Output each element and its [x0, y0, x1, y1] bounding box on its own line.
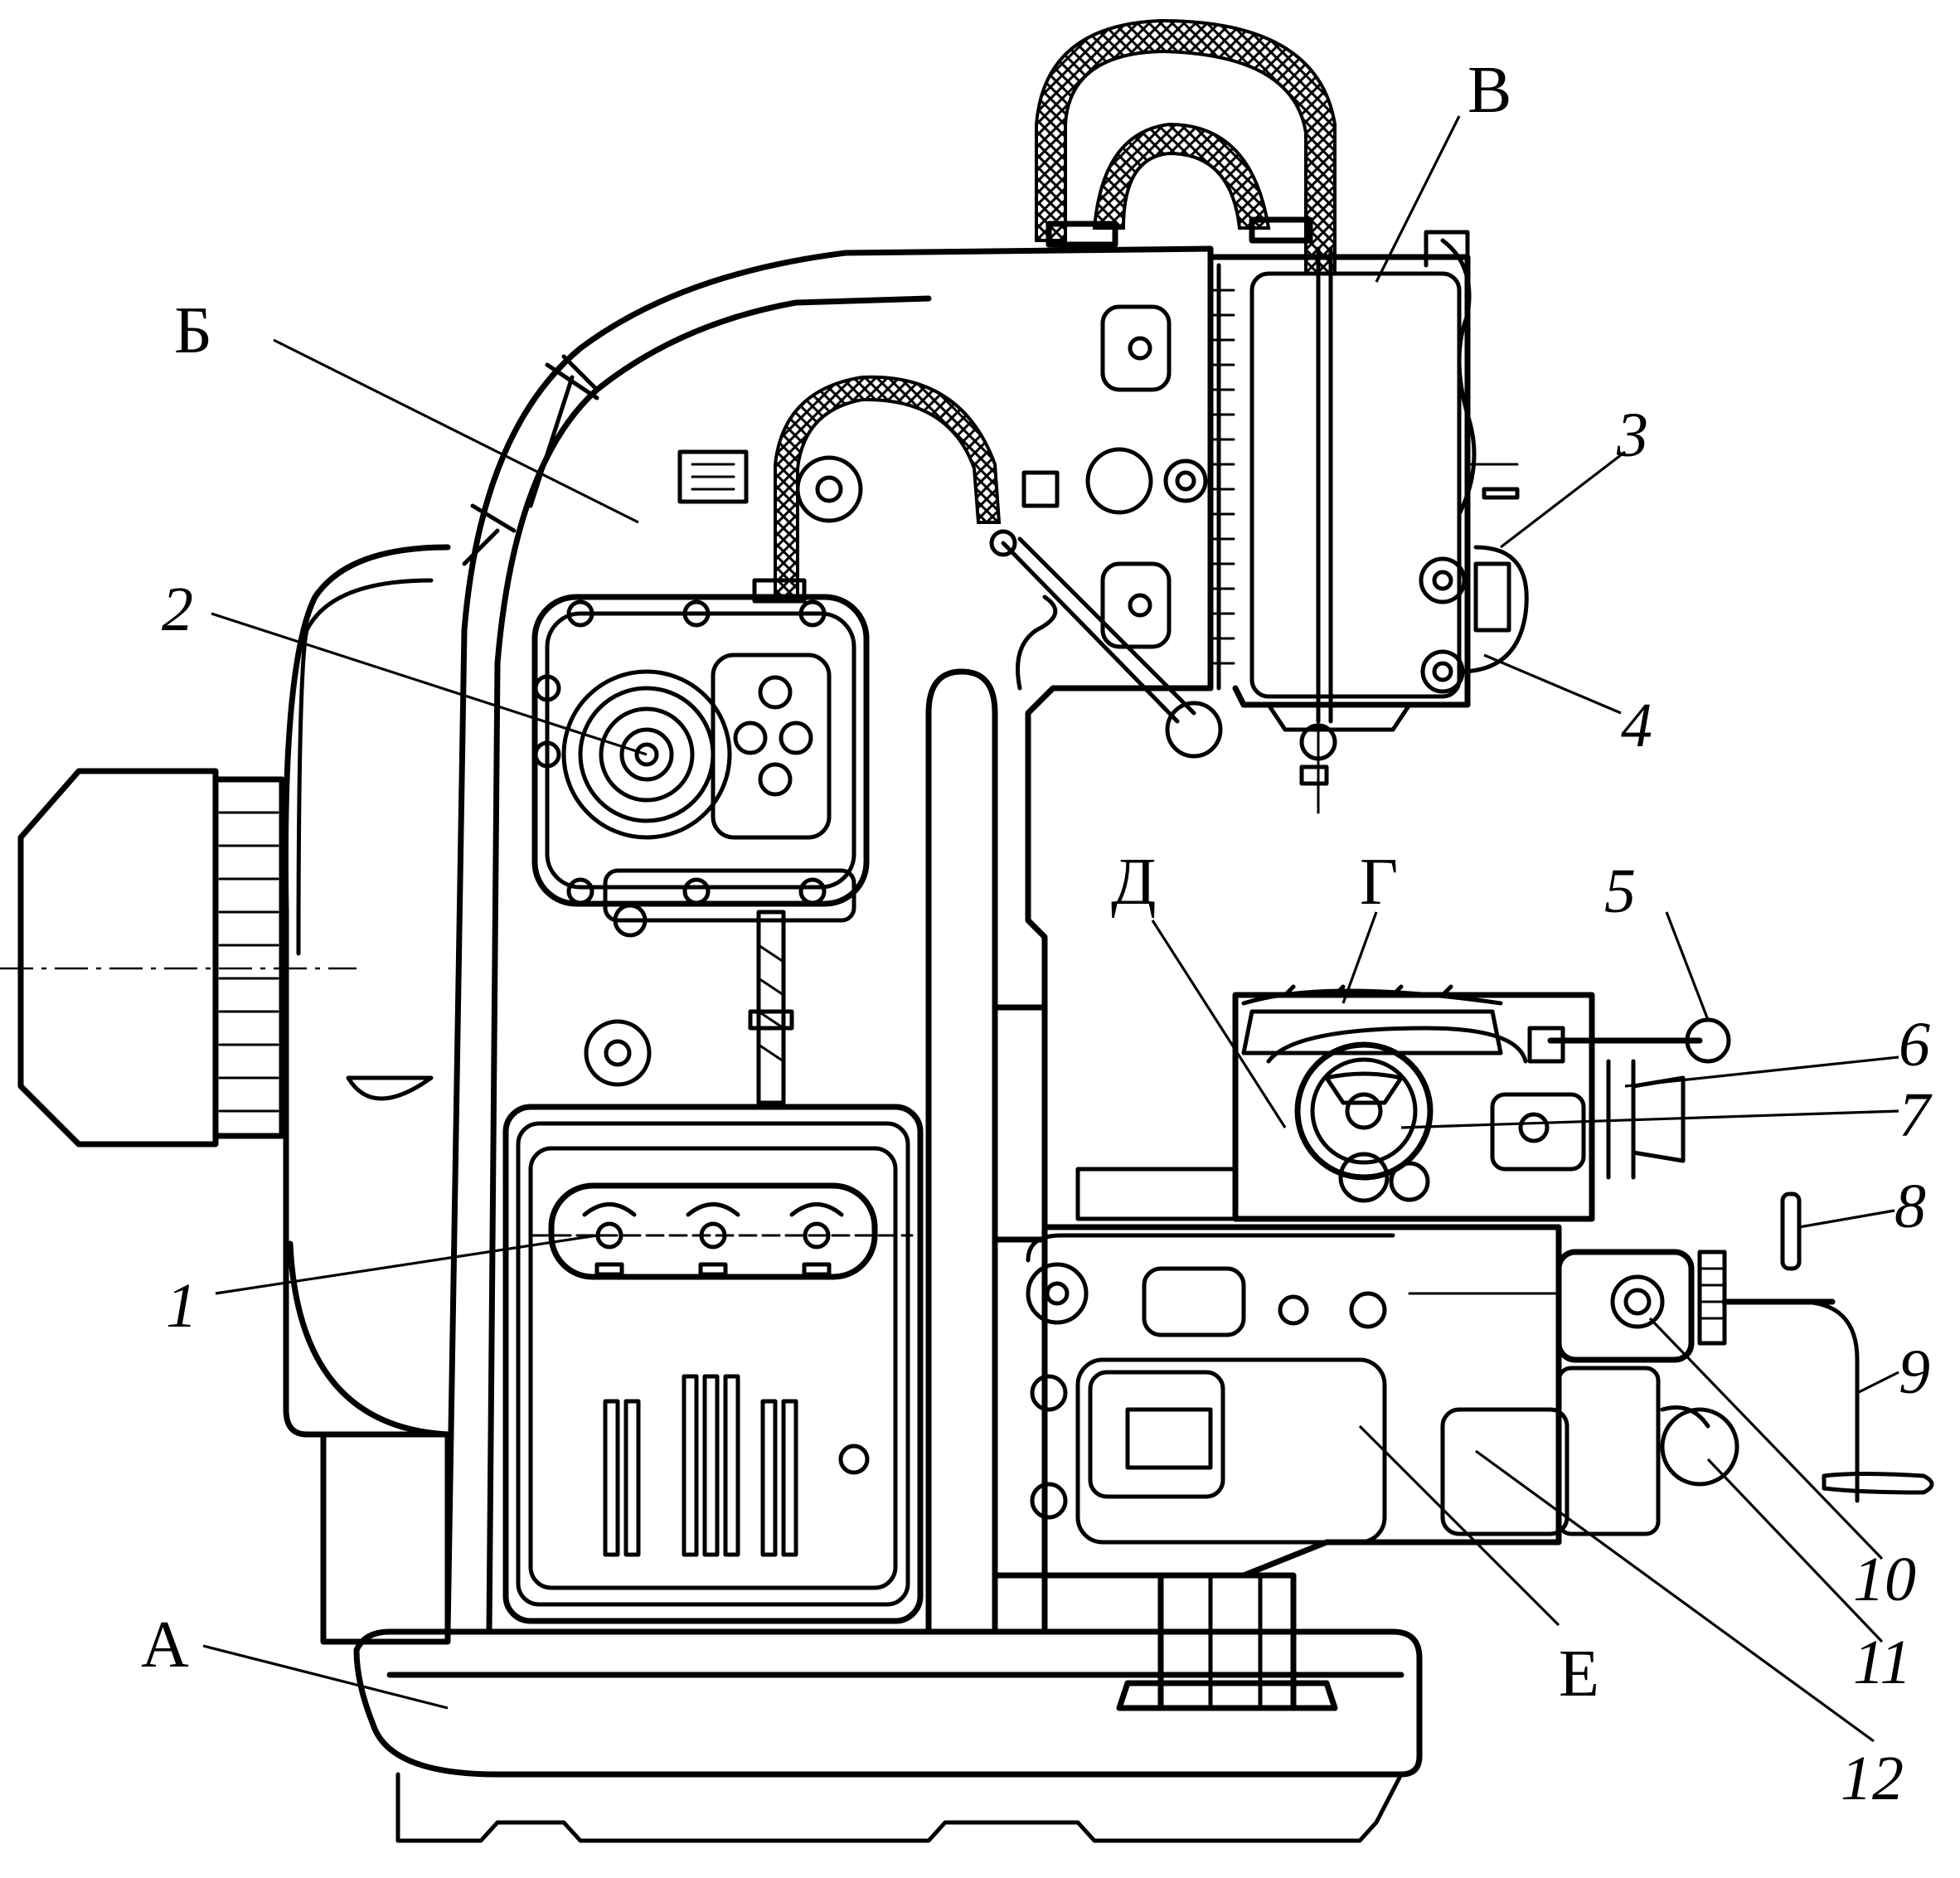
feed-dial-7 [1294, 1041, 1434, 1203]
label-B: Б [174, 294, 212, 367]
label-G: Г [1360, 846, 1398, 919]
label-4: 4 [1621, 691, 1652, 760]
label-1: 1 [166, 1271, 197, 1341]
label-6: 6 [1899, 1010, 1930, 1080]
hoses [1035, 18, 1337, 275]
vertical-head-V [1207, 230, 1529, 814]
handwheel-group [1555, 1191, 1934, 1536]
label-9: 9 [1899, 1337, 1930, 1407]
column-details [584, 304, 1223, 1087]
leader-lines [202, 115, 1899, 1743]
speed-gearbox-2 [531, 578, 870, 1105]
table-top-G [1241, 984, 1503, 1055]
label-V: В [1468, 54, 1511, 127]
lever-5-6 [1527, 1017, 1731, 1180]
label-D: Д [1111, 846, 1157, 919]
label-2: 2 [162, 575, 193, 644]
motor-housing [282, 544, 451, 1645]
label-10: 10 [1853, 1545, 1916, 1614]
label-7: 7 [1899, 1080, 1933, 1150]
pulley [0, 768, 357, 1148]
label-A: А [141, 1609, 189, 1681]
number-labels: 1 2 3 4 5 6 7 8 9 10 11 12 [162, 400, 1933, 1813]
label-E: Е [1559, 1638, 1599, 1711]
label-3: 3 [1616, 400, 1648, 470]
column-B [444, 245, 1214, 1635]
saddle-D [1075, 988, 1595, 1222]
label-11: 11 [1853, 1628, 1911, 1697]
base-A [353, 1628, 1423, 1843]
label-8: 8 [1895, 1172, 1926, 1241]
label-12: 12 [1841, 1744, 1904, 1813]
electric-cabinet-1 [502, 1104, 924, 1624]
label-5: 5 [1604, 857, 1636, 926]
knee-E [992, 1004, 1569, 1711]
letter-labels: А Б В Г Д Е [141, 54, 1599, 1711]
